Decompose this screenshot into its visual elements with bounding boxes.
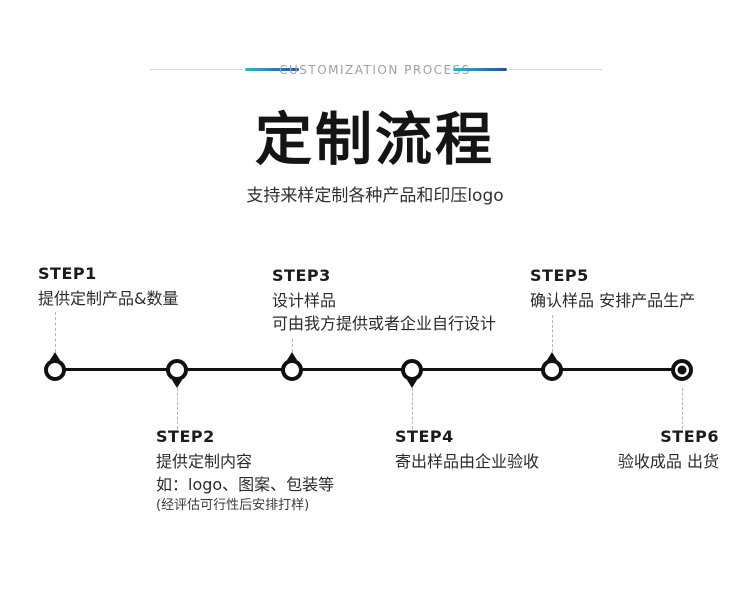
step-5-desc: 确认样品 安排产品生产 xyxy=(530,291,696,310)
pin-dot xyxy=(677,365,687,375)
step-2-note: (经评估可行性后安排打样) xyxy=(156,498,310,513)
timeline-pin-step3-icon xyxy=(281,352,303,381)
step-6: STEP6 验收成品 出货 xyxy=(618,427,719,473)
page-subtitle: 支持来样定制各种产品和印压logo xyxy=(246,186,504,206)
connector-step2 xyxy=(177,388,178,429)
timeline-pin-step1-icon xyxy=(44,352,66,381)
step-2: STEP2 提供定制内容 如：logo、图案、包装等 (经评估可行性后安排打样) xyxy=(156,427,334,516)
step-3-desc2: 可由我方提供或者企业自行设计 xyxy=(272,314,497,333)
step-4-label: STEP4 xyxy=(395,427,454,446)
connector-step5 xyxy=(552,315,553,352)
header-rule-right-gradient xyxy=(453,68,507,71)
timeline-axis xyxy=(55,368,682,371)
header-rule-left-gradient xyxy=(245,68,299,71)
connector-step4 xyxy=(412,388,413,429)
header-rule-left-thin xyxy=(150,69,243,70)
pin-tip xyxy=(172,380,182,388)
timeline-pin-step2-icon xyxy=(166,359,188,388)
step-5-label: STEP5 xyxy=(530,266,589,285)
step-6-desc: 验收成品 出货 xyxy=(617,452,719,471)
step-6-label: STEP6 xyxy=(660,427,719,446)
step-4: STEP4 寄出样品由企业验收 xyxy=(395,427,539,473)
section-eyebrow: CUSTOMIZATION PROCESS xyxy=(279,63,471,77)
timeline-pin-step4-icon xyxy=(401,359,423,388)
connector-step6 xyxy=(682,388,683,429)
step-1: STEP1 提供定制产品&数量 xyxy=(38,264,178,310)
step-4-desc: 寄出样品由企业验收 xyxy=(395,452,540,471)
step-2-desc2: 如：logo、图案、包装等 xyxy=(156,475,335,494)
pin-tip xyxy=(547,352,557,360)
connector-step1 xyxy=(55,312,56,352)
page-title: 定制流程 xyxy=(255,106,495,173)
step-3-label: STEP3 xyxy=(272,266,331,285)
timeline-pin-step6-bullseye-icon xyxy=(671,359,693,381)
connector-step3 xyxy=(292,339,293,352)
header-rule-right-thin xyxy=(509,69,602,70)
timeline-pin-step5-icon xyxy=(541,352,563,381)
pin-tip xyxy=(287,352,297,360)
step-2-label: STEP2 xyxy=(156,427,215,446)
pin-tip xyxy=(50,352,60,360)
step-1-label: STEP1 xyxy=(38,264,97,283)
step-5: STEP5 确认样品 安排产品生产 xyxy=(530,266,695,312)
step-3-desc: 设计样品 xyxy=(272,291,337,310)
pin-tip xyxy=(407,380,417,388)
step-2-desc: 提供定制内容 xyxy=(156,452,253,471)
step-1-desc: 提供定制产品&数量 xyxy=(38,289,179,308)
step-3: STEP3 设计样品 可由我方提供或者企业自行设计 xyxy=(272,266,496,335)
